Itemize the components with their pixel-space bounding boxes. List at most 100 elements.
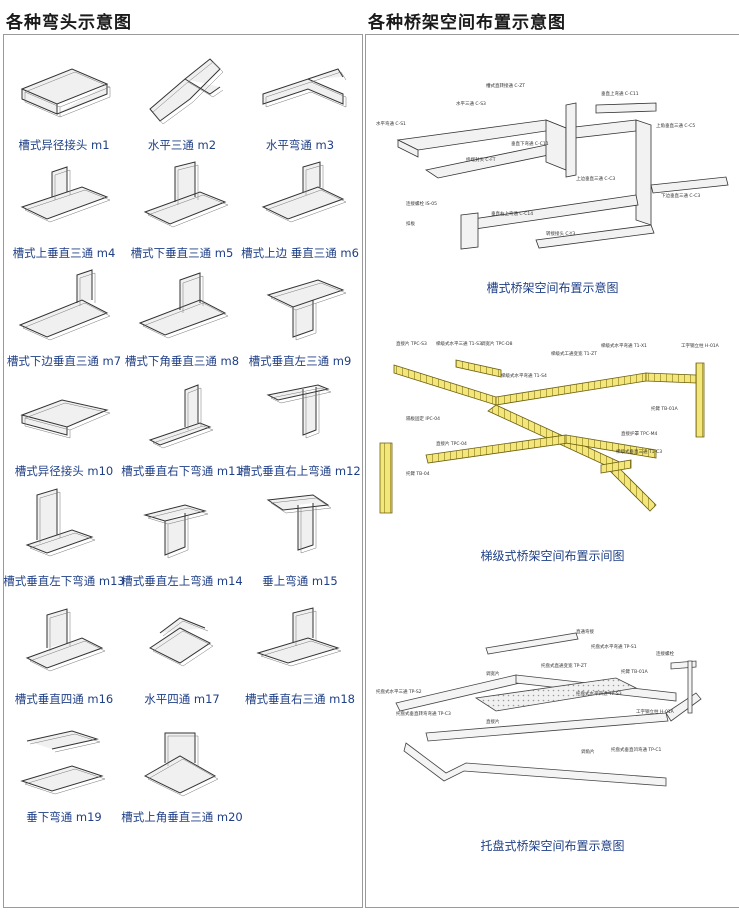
fitting-label: 槽式垂直右下弯通 m11	[121, 464, 243, 478]
fitting-label: 水平弯通 m3	[265, 138, 335, 152]
fitting-12: 槽式垂直右上弯通 m12	[239, 375, 361, 485]
fitting-9: 槽式垂直左三通 m9	[240, 265, 360, 375]
fitting-drawing	[20, 399, 111, 439]
fitting-14: 槽式垂直左上弯通 m14	[121, 485, 243, 595]
fitting-drawing	[20, 730, 106, 795]
tray-callout: 托盘式水平弯通 TP-S1	[591, 643, 637, 650]
trough-callout: 上边垂直三通 C-C3	[576, 175, 615, 182]
trough-callout: 终端封头 C-FT	[466, 156, 496, 163]
fitting-drawing	[20, 68, 111, 118]
tray-caption: 托盘式桥架空间布置示意图	[480, 839, 625, 853]
fitting-label: 垂下弯通 m19	[26, 810, 102, 824]
fitting-label: 槽式垂直左三通 m9	[248, 354, 352, 368]
fitting-8: 槽式下角垂直三通 m8	[122, 265, 242, 375]
fitting-drawing	[148, 384, 214, 449]
ladder-callout: 调宽片 TPC-D8	[481, 340, 513, 347]
fitting-6: 槽式上边 垂直三通 m6	[240, 157, 360, 267]
trough-callout: 连接螺栓 IS-05	[406, 200, 437, 207]
tray-callout: 托盘式垂直转弯弯通 TP-C3	[396, 710, 451, 717]
ladder-callout: 隔板固定 IPC-04	[406, 415, 440, 422]
trough-callout: 槽式直转接通 C-ZT	[486, 82, 525, 89]
fitting-drawing	[266, 494, 332, 554]
tray-callout: 托盘式垂直凹弯通 TP-C1	[611, 746, 662, 753]
fitting-17: 水平四通 m17	[122, 603, 242, 713]
ladder-callout: 梯级式水平三通 T1-S3	[436, 340, 482, 347]
left-heading: 各种弯头示意图	[6, 13, 132, 33]
tray-callout: 连接螺栓	[656, 650, 674, 657]
ladder-callout: 直接护罩 TPC-M4	[621, 430, 658, 437]
trough-callout: 垂直上弯通 C-C11	[601, 90, 639, 97]
ladder-callout: 工字钢立柱 H-01A	[681, 342, 720, 349]
fitting-drawing	[138, 272, 229, 339]
fitting-drawing	[18, 269, 111, 341]
tray-callout: 工字钢立柱 H-01A	[636, 708, 675, 715]
fitting-label: 槽式上边 垂直三通 m6	[241, 246, 359, 260]
fitting-drawing	[149, 617, 214, 667]
fitting-10: 槽式异径接头 m10	[4, 375, 124, 485]
fitting-label: 槽式垂直左上弯通 m14	[121, 574, 243, 588]
tray-callout: 直接片	[486, 718, 500, 725]
fitting-label: 槽式异径接头 m10	[14, 464, 114, 478]
fitting-3: 水平弯通 m3	[240, 49, 360, 159]
tray-layout-drawing: 直通弯接托盘式水平弯通 TP-S1连接螺栓托盘式直通变宽 TP-ZT调宽片托臂 …	[376, 628, 702, 787]
fitting-19: 垂下弯通 m19	[4, 721, 124, 831]
ladder-callout: 梯级式工通变宽 T1-ZT	[551, 350, 597, 357]
tray-callout: 托盘式直通变宽 TP-ZT	[541, 662, 587, 669]
ladder-callout: 直接片 TPC-04	[436, 440, 467, 447]
fitting-7: 槽式下边垂直三通 m7	[4, 265, 124, 375]
fitting-drawing	[262, 68, 347, 108]
fitting-4: 槽式上垂直三通 m4	[4, 157, 124, 267]
fitting-label: 垂上弯通 m15	[262, 574, 338, 588]
fitting-drawing	[143, 161, 229, 228]
fitting-18: 槽式垂直右三通 m18	[240, 603, 360, 713]
fitting-label: 槽式下边垂直三通 m7	[6, 354, 122, 368]
tray-callout: 托臂 TB-01A	[621, 668, 649, 675]
ladder-callout: 梯级式水平弯通 T1-S4	[501, 372, 547, 379]
tray-callout: 托盘式水平三通 TP-S2	[376, 688, 422, 695]
trough-callout: 下边垂直三通 C-C3	[661, 192, 700, 199]
fitting-label: 槽式下角垂直三通 m8	[124, 354, 240, 368]
fitting-20: 槽式上角垂直三通 m20	[121, 721, 243, 831]
fitting-label: 槽式异径接头 m1	[18, 138, 110, 152]
fitting-5: 槽式下垂直三通 m5	[122, 157, 242, 267]
fitting-drawing	[149, 58, 224, 125]
fitting-label: 槽式垂直左下弯通 m13	[3, 574, 125, 588]
fitting-drawing	[143, 504, 209, 559]
fitting-label: 槽式上角垂直三通 m20	[121, 810, 243, 824]
fitting-label: 槽式垂直四通 m16	[14, 692, 114, 706]
right-heading: 各种桥架空间布置示意图	[368, 13, 566, 33]
fitting-2: 水平三通 m2	[122, 49, 242, 159]
fitting-drawing	[256, 607, 342, 667]
fitting-label: 水平三通 m2	[147, 138, 217, 152]
fitting-label: 槽式垂直右三通 m18	[245, 692, 355, 706]
trough-callout: 扣板	[406, 220, 415, 227]
fitting-label: 槽式下垂直三通 m5	[130, 246, 234, 260]
fitting-1: 槽式异径接头 m1	[4, 49, 124, 159]
fitting-drawing	[25, 608, 106, 672]
fitting-drawing	[20, 166, 111, 223]
fitting-label: 水平四通 m17	[144, 692, 220, 706]
fitting-label: 槽式上垂直三通 m4	[12, 246, 116, 260]
tray-callout: 直通弯接	[576, 628, 594, 635]
fitting-15: 垂上弯通 m15	[240, 485, 360, 595]
ladder-caption: 梯级式桥架空间布置示间图	[480, 549, 625, 563]
fitting-16: 槽式垂直四通 m16	[4, 603, 124, 713]
fitting-drawing	[25, 488, 96, 557]
fitting-drawing	[261, 161, 347, 223]
ladder-callout: 托臂 TB-04	[406, 470, 430, 477]
tray-callout: 调角片	[581, 748, 595, 755]
fittings-panel: 槽式异径接头 m1 水平三通 m2 水平弯通 m3 槽式上垂直三通 m4 槽式下垂直三通…	[3, 34, 363, 908]
fitting-11: 槽式垂直右下弯通 m11	[121, 375, 243, 485]
ladder-callout: 直接片 TPC-S3	[396, 340, 427, 347]
trough-callout: 转接接头 C-Y3	[546, 230, 575, 237]
trough-callout: 垂直右上弯通 C-C14	[491, 210, 533, 217]
trough-callout: 上角垂直三通 C-C5	[656, 122, 695, 129]
ladder-callout: 梯级式垂直三通 T1-C3	[616, 448, 662, 455]
fitting-13: 槽式垂直左下弯通 m13	[3, 485, 125, 595]
